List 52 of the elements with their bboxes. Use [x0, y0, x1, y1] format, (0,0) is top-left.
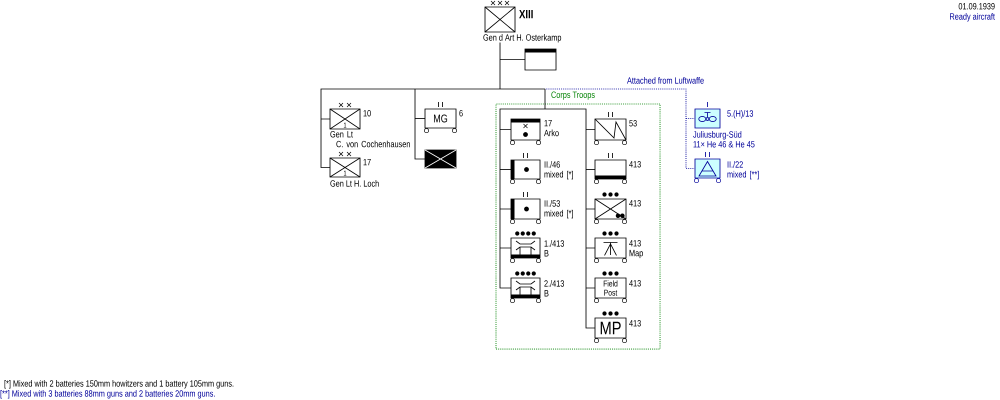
- connector-line: [414, 88, 416, 119]
- connector-line: [320, 88, 416, 120]
- unit-label: 1./413 B: [544, 240, 564, 256]
- footnote: [**] Mixed with 3 batteries 88mm guns and 2 batteries 20mm guns.: [0, 390, 215, 398]
- note-text: Ready aircraft: [950, 13, 995, 22]
- connector-line: [544, 108, 586, 130]
- unit-label: 413 Map: [629, 240, 643, 258]
- connector-line: [500, 169, 512, 170]
- connector-line: [414, 88, 500, 90]
- group-label: Attached from Luftwaffe: [627, 77, 704, 84]
- unit-label: 5.(H)/13: [727, 110, 754, 119]
- connector-line: [586, 169, 596, 170]
- connector-line: [414, 118, 426, 160]
- connector-line: [500, 129, 512, 130]
- caption-text: 11× He 46 & He 45: [694, 141, 755, 148]
- connector-line: [544, 88, 546, 110]
- unit-label: 413: [629, 200, 641, 206]
- unit-label: 413: [629, 280, 641, 286]
- connector-line: [686, 118, 696, 119]
- unit-label: 10: [364, 110, 371, 116]
- connector-line: [544, 88, 686, 119]
- unit-label: 413: [629, 161, 641, 168]
- connector-line: [586, 208, 596, 210]
- caption-text: Juliusburg-Süd: [693, 131, 742, 140]
- connector-line: [500, 59, 526, 60]
- unit-label: 17: [364, 159, 371, 166]
- unit-label: II./22 mixed [**]: [727, 161, 759, 180]
- connector-line: [686, 118, 696, 169]
- node-label: Corps Troops: [551, 92, 595, 100]
- unit-label: 2./413 B: [544, 280, 564, 296]
- unit-label: 6: [459, 110, 463, 116]
- connector-line: [320, 118, 330, 120]
- unit-label: II./53 mixed [*]: [544, 200, 573, 218]
- unit-label: II./46 mixed [*]: [544, 161, 573, 180]
- unit-label: XIII: [519, 10, 533, 18]
- connector-line: [414, 118, 426, 119]
- commander-name: Gen d Art H. Osterkamp: [483, 34, 562, 43]
- connector-line: [586, 288, 596, 328]
- unit-label: 17 Arko: [544, 120, 559, 136]
- unit-label: 413: [629, 320, 641, 326]
- connector-line: [500, 88, 546, 90]
- connector-line: [500, 208, 512, 210]
- unit-label: 53: [629, 120, 637, 126]
- footnote: [*] Mixed with 2 batteries 150mm howitzers and 1 battery 105mm guns.: [4, 380, 234, 388]
- commander-name: Gen Lt H. Loch: [330, 180, 379, 187]
- connector-line: [586, 129, 596, 130]
- date-label: 01.09.1939: [958, 3, 995, 10]
- unit-symbol: [424, 150, 456, 168]
- connector-line: [500, 248, 512, 288]
- commander-name: Gen Lt C. von Cochenhausen: [330, 131, 410, 148]
- connector-line: [320, 118, 330, 168]
- unit-symbol: [524, 48, 556, 70]
